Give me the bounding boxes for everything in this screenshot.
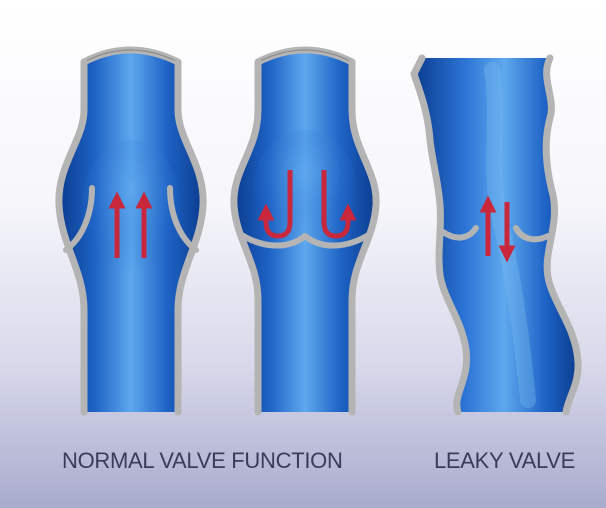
normal-open-vein: [59, 50, 203, 412]
leaky-vein: [414, 58, 578, 412]
caption-leaky-valve: LEAKY VALVE: [434, 448, 575, 474]
normal-closed-vein: [234, 50, 376, 412]
caption-normal-valve-function: NORMAL VALVE FUNCTION: [62, 448, 343, 474]
vein-highlight: [81, 140, 181, 280]
